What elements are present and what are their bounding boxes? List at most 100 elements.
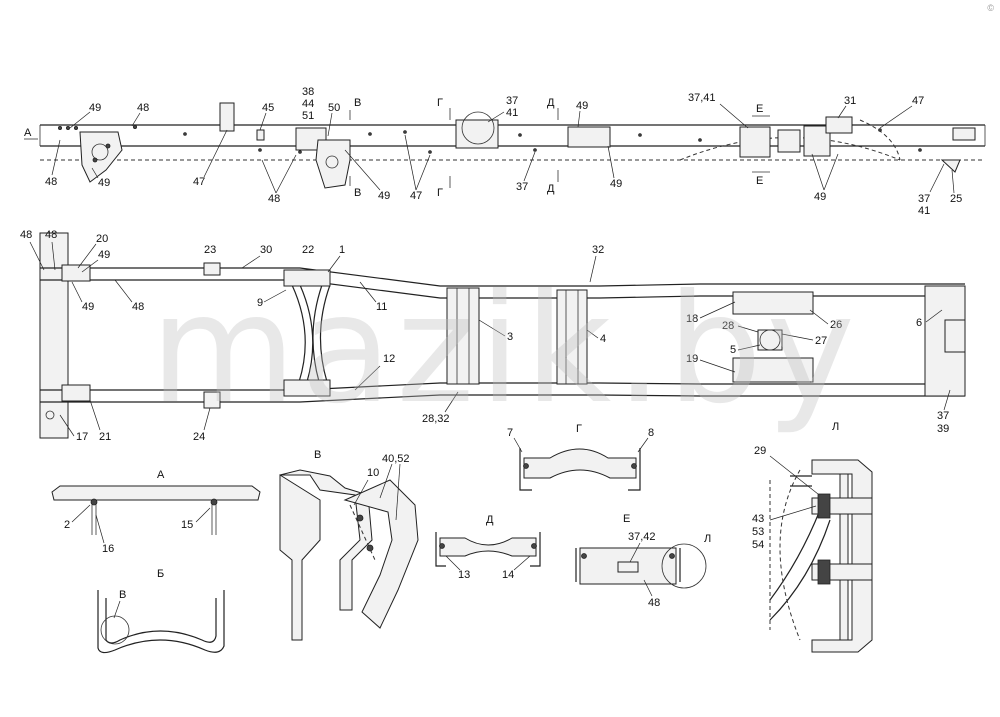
label-47: 47 [410, 190, 422, 202]
view-title-a: А [157, 469, 165, 481]
label-2: 2 [64, 519, 70, 531]
label-48: 48 [45, 229, 57, 241]
label-13: 13 [458, 569, 470, 581]
plan-view-labels: 48 48 20 49 49 48 23 30 22 1 9 11 12 32 … [20, 229, 951, 443]
label-30: 30 [260, 244, 272, 256]
crossmember-4 [556, 289, 588, 385]
label-15: 15 [181, 519, 193, 531]
section-mark-d-bottom: Д [547, 183, 555, 195]
label-41: 41 [506, 107, 518, 119]
label-28: 28 [722, 320, 734, 332]
label-38: 38 [302, 86, 314, 98]
label-29: 29 [754, 445, 766, 457]
detail-view-g: Г 7 8 [507, 423, 654, 491]
front-crossmember [291, 284, 331, 386]
label-51: 51 [302, 110, 314, 122]
label-v-inner: В [119, 589, 126, 601]
label-8: 8 [648, 427, 654, 439]
label-11: 11 [376, 301, 387, 313]
label-49: 49 [89, 102, 101, 114]
label-48: 48 [132, 301, 144, 313]
section-mark-g-bottom: Г [437, 187, 443, 199]
label-43: 43 [752, 513, 764, 525]
label-18: 18 [686, 313, 698, 325]
label-4: 4 [600, 333, 606, 345]
label-16: 16 [102, 543, 114, 555]
label-7: 7 [507, 427, 513, 439]
label-48: 48 [648, 597, 660, 609]
label-5: 5 [730, 344, 736, 356]
detail-view-b: Б В [97, 568, 225, 654]
label-1: 1 [339, 244, 345, 256]
label-40-52: 40,52 [382, 453, 410, 465]
label-24: 24 [193, 431, 205, 443]
label-9: 9 [257, 297, 263, 309]
section-mark-a: А [24, 127, 32, 139]
section-marks: А В В Г Г Д Д Е Е [24, 97, 770, 199]
view-title-g: Г [576, 423, 582, 435]
front-spring-bracket [79, 131, 123, 183]
label-50: 50 [328, 102, 340, 114]
label-3: 3 [507, 331, 513, 343]
label-47: 47 [912, 95, 924, 107]
rivet-row [58, 125, 922, 154]
detail-view-v: В 40,52 10 [279, 449, 419, 641]
label-10: 10 [367, 467, 379, 479]
label-49: 49 [610, 178, 622, 190]
detail-view-l: Л 29 43 53 54 [752, 421, 873, 653]
label-21: 21 [99, 431, 111, 443]
label-27: 27 [815, 335, 827, 347]
label-49: 49 [378, 190, 390, 202]
label-6: 6 [916, 317, 922, 329]
label-37-41: 37,41 [688, 92, 716, 104]
label-48: 48 [45, 176, 57, 188]
label-41: 41 [918, 205, 930, 217]
view-title-e: Е [623, 513, 630, 525]
section-mark-v-top: В [354, 97, 361, 109]
label-32: 32 [592, 244, 604, 256]
label-23: 23 [204, 244, 216, 256]
label-12: 12 [383, 353, 395, 365]
side-view [39, 102, 986, 189]
view-title-v: В [314, 449, 321, 461]
label-48: 48 [137, 102, 149, 114]
plan-view [39, 232, 966, 439]
side-view-labels: 49 48 48 49 47 45 48 38 44 51 50 49 47 3… [45, 86, 962, 217]
section-mark-e-top: Е [756, 103, 763, 115]
view-title-b: Б [157, 568, 164, 580]
label-l-callout: Л [704, 533, 711, 545]
label-28-32: 28,32 [422, 413, 450, 425]
label-47: 47 [193, 176, 205, 188]
label-37: 37 [937, 410, 949, 422]
view-title-d: Д [486, 514, 494, 526]
label-49: 49 [98, 249, 110, 261]
view-title-l: Л [832, 421, 839, 433]
label-17: 17 [76, 431, 88, 443]
label-31: 31 [844, 95, 856, 107]
label-20: 20 [96, 233, 108, 245]
label-22: 22 [302, 244, 314, 256]
label-25: 25 [950, 193, 962, 205]
label-49: 49 [98, 177, 110, 189]
label-49: 49 [82, 301, 94, 313]
label-48: 48 [20, 229, 32, 241]
detail-view-e: Е 37,42 48 Л [575, 513, 711, 609]
label-19: 19 [686, 353, 698, 365]
label-49: 49 [576, 100, 588, 112]
label-49: 49 [814, 191, 826, 203]
label-26: 26 [830, 319, 842, 331]
label-44: 44 [302, 98, 314, 110]
section-mark-e-bottom: Е [756, 175, 763, 187]
detail-view-d: Д 13 14 [435, 514, 541, 581]
section-mark-g-top: Г [437, 97, 443, 109]
label-14: 14 [502, 569, 514, 581]
label-37: 37 [516, 181, 528, 193]
label-48: 48 [268, 193, 280, 205]
label-37: 37 [918, 193, 930, 205]
label-45: 45 [262, 102, 274, 114]
section-mark-d-top: Д [547, 97, 555, 109]
label-53: 53 [752, 526, 764, 538]
crossmember-3 [446, 287, 480, 385]
label-54: 54 [752, 539, 764, 551]
label-39: 39 [937, 423, 949, 435]
